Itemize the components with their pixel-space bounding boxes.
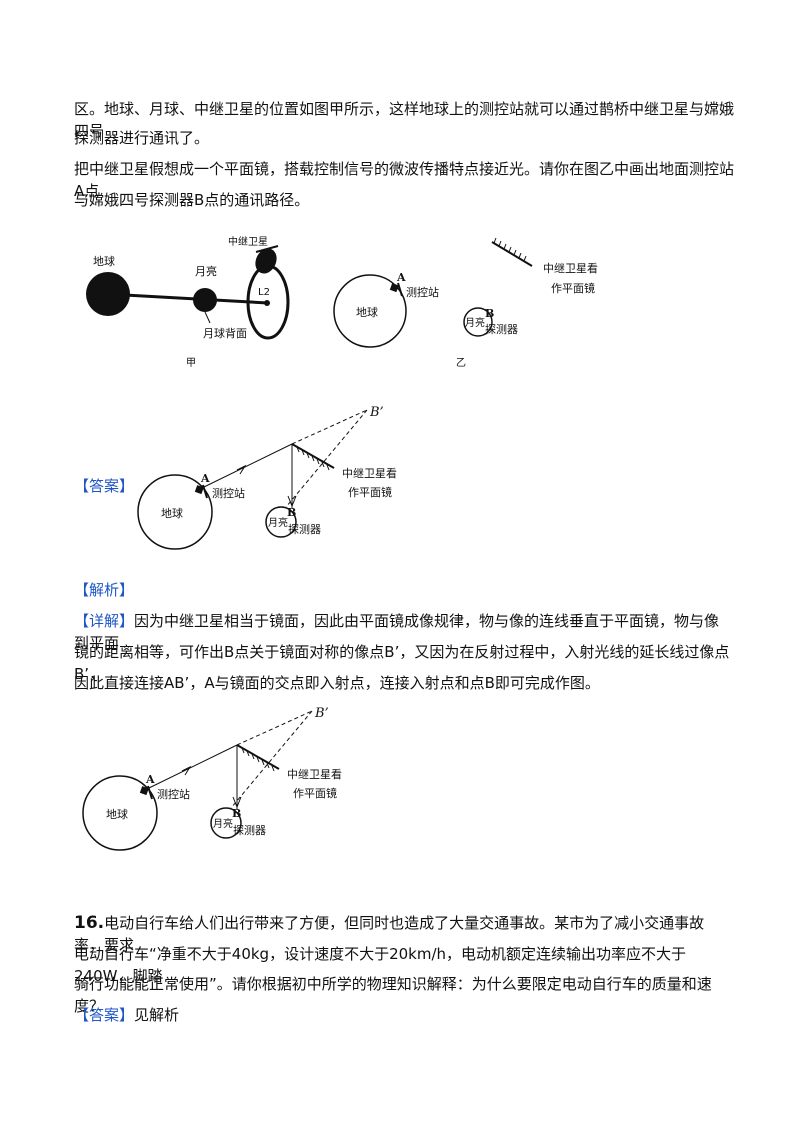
detail-line-2: 镜的距离相等，可作出B点关于镜面对称的像点B’，又因为在反射过程中，入射光线的延…	[74, 643, 730, 683]
yi-moon-label: 月亮	[465, 316, 485, 329]
answer-image-point: B’	[369, 405, 384, 420]
detail-extension-line	[236, 710, 313, 746]
detail-mirror-label-2: 作平面镜	[293, 786, 337, 800]
q16-line-3: 骑行功能能正常使用”。请你根据初中所学的物理知识解释：为什么要限定电动自行车的质…	[74, 975, 712, 1015]
relay-satellite-icon	[255, 245, 279, 274]
jia-earth-label: 地球	[93, 254, 115, 268]
earth-moon-line	[107, 292, 269, 305]
answer-mirror	[291, 443, 335, 471]
yi-probe-label: 探测器	[485, 323, 518, 336]
yi-station-label: 测控站	[406, 285, 439, 299]
answer-label: 【答案】	[74, 477, 135, 495]
q16-answer-text: 见解析	[134, 1006, 180, 1024]
answer-mirror-label-1: 中继卫星看	[342, 466, 397, 480]
answer-moon-circle	[265, 506, 297, 538]
jia-l2-label: L2	[258, 287, 270, 298]
answer-probe-label: 探测器	[288, 523, 321, 536]
detail-earth-circle	[82, 775, 158, 851]
jia-far-side-label: 月球背面	[203, 326, 247, 340]
yi-caption: 乙	[456, 357, 466, 369]
yi-mirror-label-1: 中继卫星看	[543, 261, 598, 275]
figure-jia: 地球 月亮 中继卫星 L2 月球背面 甲	[86, 235, 290, 369]
answer-reflected-arrow	[287, 495, 297, 508]
detail-probe-label: 探测器	[233, 824, 266, 837]
far-side-pointer	[204, 311, 211, 324]
detail-mirror-label-1: 中继卫星看	[287, 767, 342, 781]
yi-moon-circle	[463, 307, 493, 337]
answer-earth-circle	[137, 474, 213, 550]
yi-point-b: B	[485, 307, 494, 320]
yi-station-icon	[389, 282, 403, 297]
answer-earth-label: 地球	[161, 506, 183, 520]
l2-point	[264, 300, 270, 306]
detail-line-3: 因此直接连接AB’，A与镜面的交点即入射点，连接入射点和点B即可完成作图。	[74, 674, 600, 692]
answer-moon-label: 月亮	[268, 516, 288, 529]
answer-figure: B’ A 测控站 地球 中继卫星看 作平面镜 B 月亮 探测器	[137, 405, 397, 550]
yi-earth-label: 地球	[356, 305, 378, 319]
q16-number: 16.	[74, 913, 105, 933]
detail-mirror	[236, 744, 280, 772]
answer-incident-arrow	[236, 464, 247, 475]
detail-image-point: B’	[314, 706, 329, 721]
detail-text-1: 因为中继卫星相当于镜面，因此由平面镜成像规律，物与像的连线垂直于平面镜，物与像到…	[74, 612, 720, 652]
yi-point-a: A	[396, 271, 406, 284]
jia-caption: 甲	[186, 358, 196, 369]
intro-line-4: 与嫦娥四号探测器B点的通讯路径。	[74, 191, 310, 209]
detail-incident-ray	[148, 744, 238, 789]
jia-relay-label: 中继卫星	[228, 235, 268, 248]
detail-moon-label: 月亮	[213, 817, 233, 830]
answer-station-icon	[194, 484, 208, 499]
detail-point-b: B	[232, 807, 241, 820]
yi-mirror-label-2: 作平面镜	[551, 281, 595, 295]
detail-station-icon	[139, 785, 153, 800]
jia-moon-label: 月亮	[195, 264, 217, 278]
yi-earth-circle	[333, 274, 407, 348]
detail-figure: B’ A 测控站 地球 中继卫星看 作平面镜 B 月亮 探测器	[82, 706, 342, 851]
answer-station-label: 测控站	[212, 486, 245, 500]
figure-yi: A 测控站 地球 中继卫星看 作平面镜 B 月亮 探测器 乙	[333, 237, 598, 369]
detail-moon-circle	[210, 807, 242, 839]
answer-extension-line	[291, 409, 368, 445]
intro-line-1: 区。地球、月球、中继卫星的位置如图甲所示，这样地球上的测控站就可以通过鹊桥中继卫…	[74, 100, 735, 140]
detail-station-label: 测控站	[157, 787, 190, 801]
answer-point-a: A	[200, 472, 210, 485]
detail-earth-label: 地球	[106, 807, 128, 821]
q16-answer-label: 【答案】	[74, 1006, 135, 1024]
detail-label: 【详解】	[74, 612, 135, 630]
detail-image-connection	[230, 710, 313, 809]
analysis-label: 【解析】	[74, 581, 135, 599]
intro-line-3: 把中继卫星假想成一个平面镜，搭载控制信号的微波传播特点接近光。请你在图乙中画出地…	[74, 160, 735, 200]
answer-point-b: B	[287, 506, 296, 519]
intro-line-2: 探测器进行通讯了。	[74, 129, 210, 147]
detail-line-1: 【详解】因为中继卫星相当于镜面，因此由平面镜成像规律，物与像的连线垂直于平面镜，…	[74, 610, 734, 654]
answer-image-connection	[285, 409, 368, 508]
yi-mirror	[491, 237, 533, 267]
moon-disk	[193, 288, 217, 312]
q16-text-1: 电动自行车给人们出行带来了方便，但同时也造成了大量交通事故。某市为了减小交通事故…	[74, 914, 705, 954]
earth-disk	[86, 272, 130, 316]
q16-answer: 【答案】见解析	[74, 1004, 734, 1026]
q16-line-2: 电动自行车“净重不大于40kg，设计速度不大于20km/h，电动机额定连续输出功…	[74, 945, 687, 985]
answer-incident-ray	[203, 443, 293, 488]
detail-incident-arrow	[181, 765, 192, 776]
answer-mirror-label-2: 作平面镜	[348, 485, 392, 499]
detail-reflected-arrow	[232, 796, 242, 809]
detail-point-a: A	[145, 773, 155, 786]
q16-line-1: 16.电动自行车给人们出行带来了方便，但同时也造成了大量交通事故。某市为了减小交…	[74, 912, 734, 956]
